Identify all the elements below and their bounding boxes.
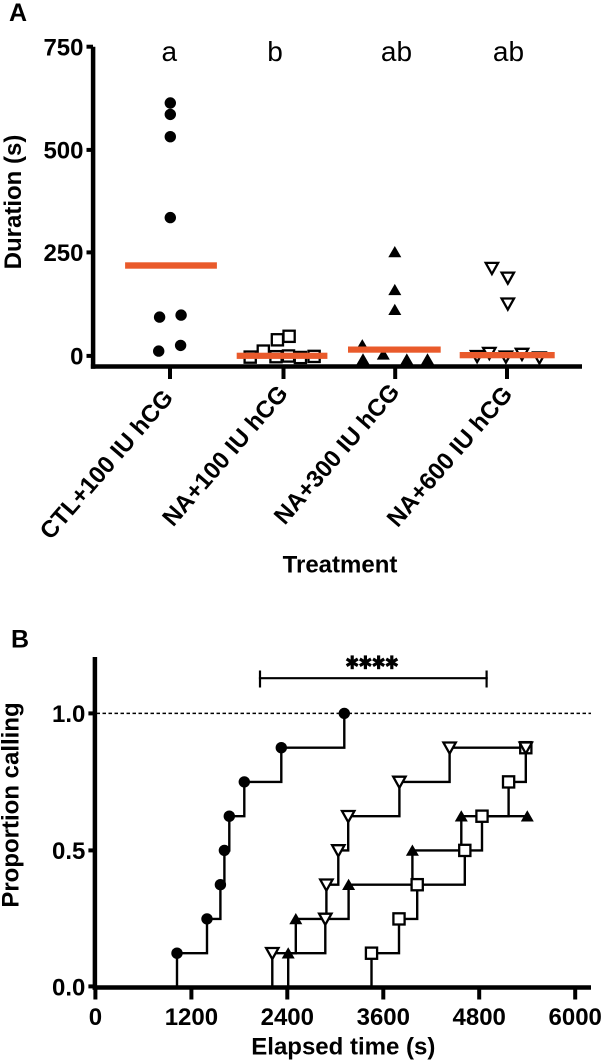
svg-text:750: 750 — [43, 34, 83, 61]
svg-text:Treatment: Treatment — [283, 552, 398, 579]
svg-text:ab: ab — [381, 36, 412, 67]
svg-text:0: 0 — [70, 344, 83, 371]
svg-text:0: 0 — [89, 1004, 102, 1031]
svg-text:B: B — [11, 626, 29, 654]
svg-text:Proportion calling: Proportion calling — [0, 702, 25, 907]
svg-text:a: a — [162, 36, 178, 67]
svg-text:6000: 6000 — [549, 1004, 602, 1031]
svg-text:Elapsed time (s): Elapsed time (s) — [251, 1033, 435, 1060]
svg-text:500: 500 — [43, 138, 83, 165]
svg-text:1200: 1200 — [165, 1004, 218, 1031]
svg-text:0.5: 0.5 — [52, 838, 85, 865]
svg-text:1.0: 1.0 — [52, 701, 85, 728]
svg-text:Duration (s): Duration (s) — [0, 135, 27, 270]
svg-text:ab: ab — [493, 36, 524, 67]
svg-text:b: b — [267, 36, 283, 67]
svg-text:3600: 3600 — [357, 1004, 410, 1031]
svg-text:250: 250 — [43, 240, 83, 267]
svg-text:2400: 2400 — [261, 1004, 314, 1031]
svg-text:0.0: 0.0 — [52, 974, 85, 1001]
svg-text:A: A — [9, 0, 27, 27]
svg-text:4800: 4800 — [453, 1004, 506, 1031]
